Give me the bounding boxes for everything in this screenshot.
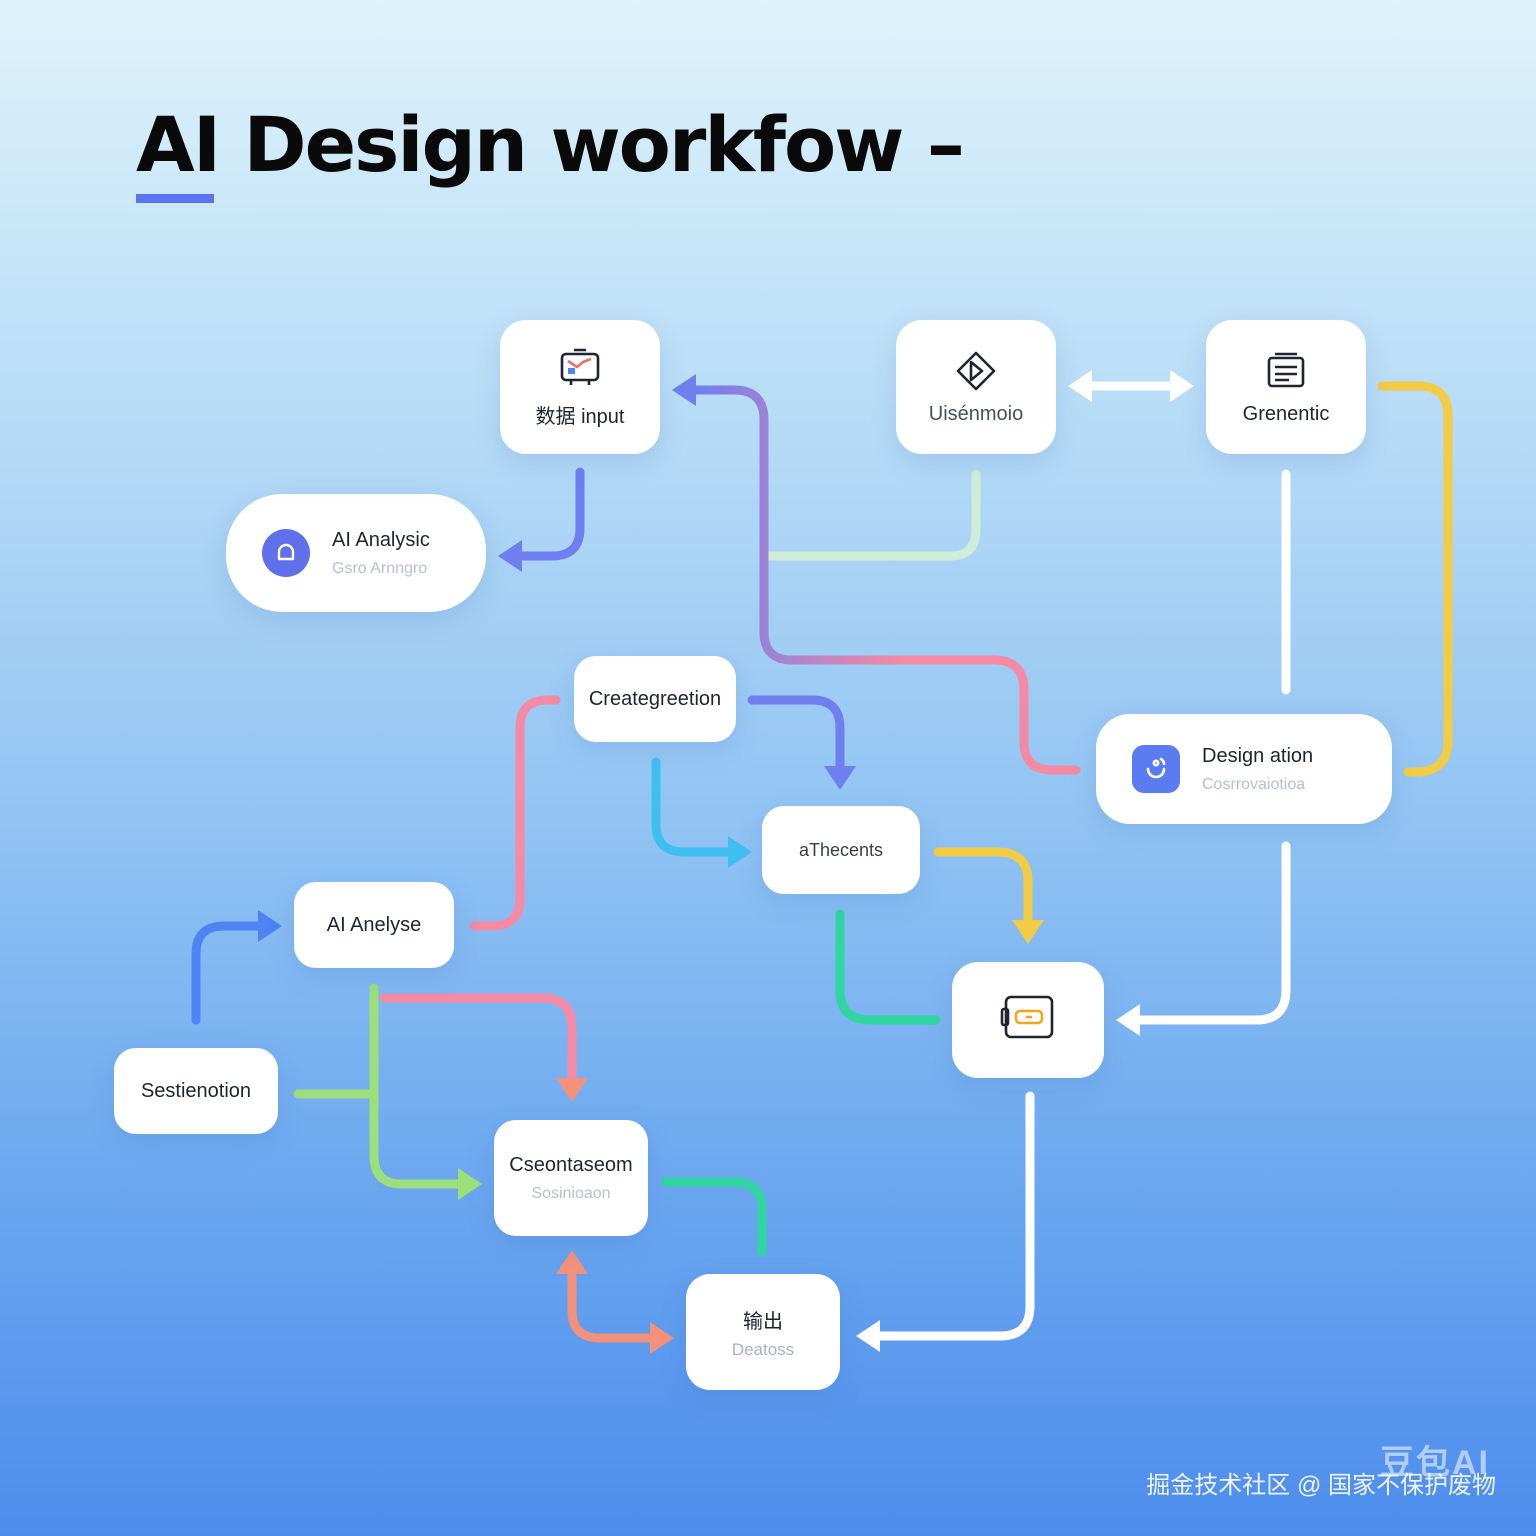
node-data-input[interactable]: 数据 input bbox=[500, 320, 660, 454]
link-anelyse-to-create bbox=[469, 695, 561, 931]
node-athecents[interactable]: aThecents bbox=[762, 806, 920, 894]
arrowhead-athecents-top bbox=[824, 766, 856, 790]
node-label: Grenentic bbox=[1242, 402, 1330, 425]
arrowhead-disenmoo-left bbox=[1068, 370, 1092, 402]
diamond-cursor-icon bbox=[954, 349, 998, 393]
node-sestienotion[interactable]: Sestienotion bbox=[114, 1048, 278, 1134]
arrowhead-ceontaseom-bottom bbox=[556, 1250, 588, 1274]
node-label: AI Anelyse bbox=[326, 913, 422, 936]
node-grenentic[interactable]: Grenentic bbox=[1206, 320, 1366, 454]
arrowhead-analysic bbox=[498, 540, 522, 572]
arrowhead-device-top bbox=[1012, 920, 1044, 944]
node-label: aThecents bbox=[798, 839, 884, 860]
node-label: Design ation bbox=[1202, 744, 1314, 767]
link-ceontaseom-to-output bbox=[661, 1177, 767, 1257]
node-design-ation[interactable]: Design ation Cosrrovaiotioa bbox=[1096, 714, 1392, 824]
link-create-to-athecents-cyan bbox=[651, 757, 733, 857]
node-ai-anelyse[interactable]: AI Anelyse bbox=[294, 882, 454, 968]
dashboard-icon bbox=[558, 346, 602, 390]
link-ceontaseom-output-salmon bbox=[567, 1267, 655, 1343]
link-input-to-analysic bbox=[517, 467, 585, 561]
node-sublabel: Gsro Arnngro bbox=[332, 559, 428, 577]
node-sublabel: Sosinioaon bbox=[531, 1184, 611, 1202]
device-icon bbox=[1000, 993, 1056, 1047]
link-grenentic-yellow-loop bbox=[1377, 381, 1453, 777]
brand-logo: 豆包AI bbox=[1380, 1444, 1490, 1482]
arrowhead-output-right bbox=[856, 1320, 880, 1352]
node-label: Cseontaseom bbox=[509, 1153, 633, 1176]
page-title: AI Design workfow – bbox=[136, 100, 965, 189]
node-label: Sestienotion bbox=[140, 1079, 252, 1102]
arrowhead-device bbox=[1116, 1004, 1140, 1036]
arrowhead-athecents-left bbox=[728, 836, 752, 868]
title-underline bbox=[136, 194, 214, 203]
node-label: 数据 input bbox=[535, 405, 625, 428]
node-label: AI Analysic bbox=[332, 528, 430, 551]
arrowhead-output-left bbox=[650, 1322, 674, 1354]
arrowhead-ceontaseom-left bbox=[458, 1168, 482, 1200]
node-label: Creategreetion bbox=[588, 687, 722, 710]
link-disenmoo-down bbox=[765, 469, 981, 561]
node-sublabel: Deatoss bbox=[731, 1339, 795, 1359]
arrowhead-input bbox=[672, 374, 696, 406]
robot-icon bbox=[262, 529, 310, 577]
link-device-to-output bbox=[875, 1091, 1035, 1341]
node-label: 输出 bbox=[743, 1310, 783, 1333]
node-ai-analysic[interactable]: AI Analysic Gsro Arnngro bbox=[226, 494, 486, 612]
link-anelyse-lime bbox=[369, 983, 463, 1189]
smile-icon bbox=[1132, 745, 1180, 793]
watermark: 掘金技术社区 @ 国家不保护废物 bbox=[1146, 1472, 1496, 1499]
node-label: Uisénmoio bbox=[928, 402, 1024, 425]
node-output[interactable]: 输出 Deatoss bbox=[686, 1274, 840, 1390]
node-ceontaseom[interactable]: Cseontaseom Sosinioaon bbox=[494, 1120, 648, 1236]
link-athecents-green bbox=[835, 909, 941, 1025]
arrowhead-anelyse bbox=[258, 910, 282, 942]
node-sublabel: Cosrrovaiotioa bbox=[1202, 775, 1306, 793]
node-disenmoo[interactable]: Uisénmoio bbox=[896, 320, 1056, 454]
node-device[interactable] bbox=[952, 962, 1104, 1078]
link-design-to-device bbox=[1135, 841, 1291, 1025]
link-sestienotion-to-anelyse bbox=[191, 921, 263, 1025]
document-icon bbox=[1264, 349, 1308, 393]
arrowhead-ceontaseom-top bbox=[556, 1078, 588, 1102]
arrowhead-grenentic-right bbox=[1170, 370, 1194, 402]
node-creategreetion[interactable]: Creategreetion bbox=[574, 656, 736, 742]
link-anelyse-to-ceontaseom bbox=[379, 993, 577, 1083]
link-athecents-to-device bbox=[933, 847, 1033, 925]
link-create-to-athecents bbox=[747, 695, 845, 771]
link-design-to-input bbox=[691, 385, 1081, 775]
